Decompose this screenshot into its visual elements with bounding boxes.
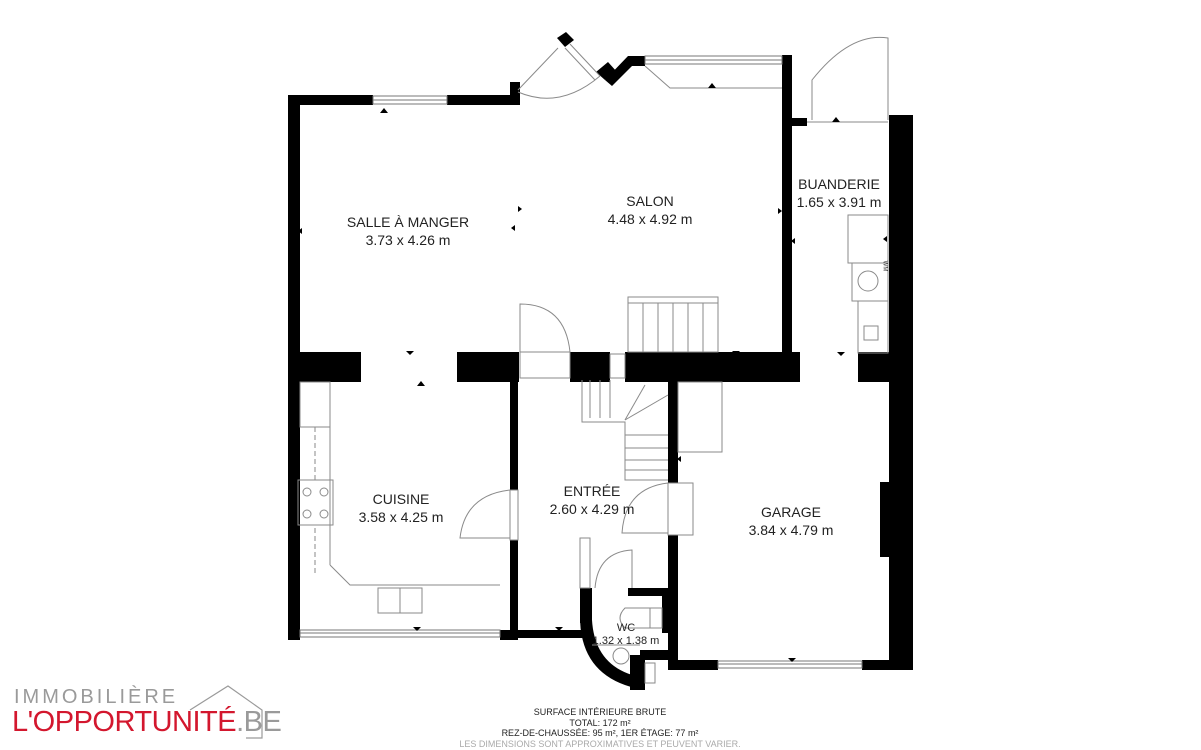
room-label-garage: GARAGE 3.84 x 4.79 m — [749, 503, 834, 539]
fixtures — [297, 36, 889, 684]
room-dimensions: 3.73 x 4.26 m — [365, 232, 451, 248]
room-label-cuisine: CUISINE 3.58 x 4.25 m — [359, 490, 444, 526]
room-name: GARAGE — [761, 504, 821, 520]
summary-total: TOTAL: 172 m² — [569, 717, 631, 728]
dimension-markers — [298, 83, 908, 662]
room-name: ENTRÉE — [563, 483, 621, 499]
room-dimensions: 1.65 x 3.91 m — [796, 194, 882, 210]
logo-line1: IMMOBILIÈRE — [14, 686, 179, 708]
room-label-salon: SALON 4.48 x 4.92 m — [608, 192, 693, 228]
room-name: BUANDERIE — [798, 176, 880, 192]
room-label-salle-a-manger: SALLE À MANGER 3.73 x 4.26 m — [347, 213, 469, 249]
logo-brand: L'OPPORTUNITÉ — [12, 706, 237, 738]
room-dimensions: 3.58 x 4.25 m — [358, 509, 444, 525]
walls — [288, 32, 913, 690]
agency-logo: IMMOBILIÈRE L'OPPORTUNITÉ.BE — [10, 684, 282, 740]
logo-line2: L'OPPORTUNITÉ.BE — [12, 706, 282, 739]
room-dimensions: 4.48 x 4.92 m — [607, 211, 693, 227]
room-dimensions: 3.84 x 4.79 m — [748, 522, 834, 538]
room-dimensions: 2.60 x 4.29 m — [549, 501, 635, 517]
surface-summary: SURFACE INTÉRIEURE BRUTE TOTAL: 172 m² R… — [459, 707, 740, 749]
house-outline-icon — [189, 685, 263, 739]
room-label-buanderie: BUANDERIE 1.65 x 3.91 m — [797, 175, 882, 211]
logo-suffix: .BE — [236, 706, 282, 738]
washing-machine-label: WM — [881, 260, 888, 272]
room-dimensions: 1.32 x 1.38 m — [592, 635, 660, 647]
windows — [299, 55, 863, 669]
summary-floors: REZ-DE-CHAUSSÉE: 95 m², 1ER ÉTAGE: 77 m² — [501, 728, 699, 738]
room-name: WC — [616, 622, 636, 634]
summary-title: SURFACE INTÉRIEURE BRUTE — [533, 707, 667, 717]
room-label-entree: ENTRÉE 2.60 x 4.29 m — [550, 482, 635, 518]
room-name: SALLE À MANGER — [346, 214, 470, 230]
room-name: SALON — [626, 193, 674, 209]
room-name: CUISINE — [372, 491, 430, 507]
room-label-wc: WC 1.32 x 1.38 m — [593, 622, 660, 648]
summary-disclaimer: LES DIMENSIONS SONT APPROXIMATIVES ET PE… — [459, 738, 741, 749]
